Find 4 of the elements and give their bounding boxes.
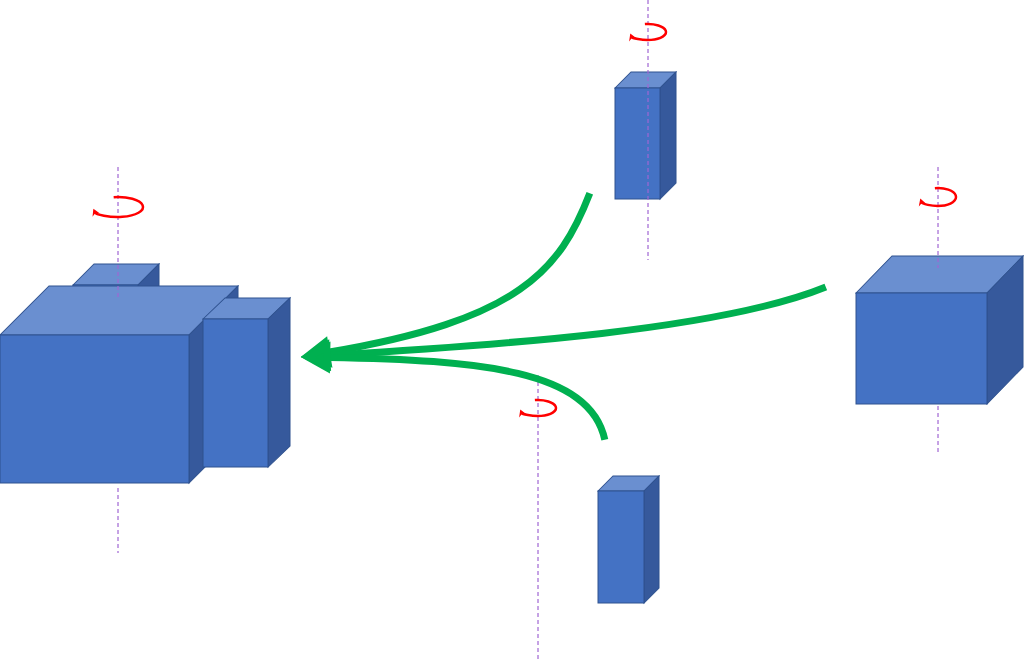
box-drawing [614,71,677,200]
box-assembly-drawing [0,263,291,484]
box-drawing [855,255,1024,405]
box-drawing [597,475,660,604]
